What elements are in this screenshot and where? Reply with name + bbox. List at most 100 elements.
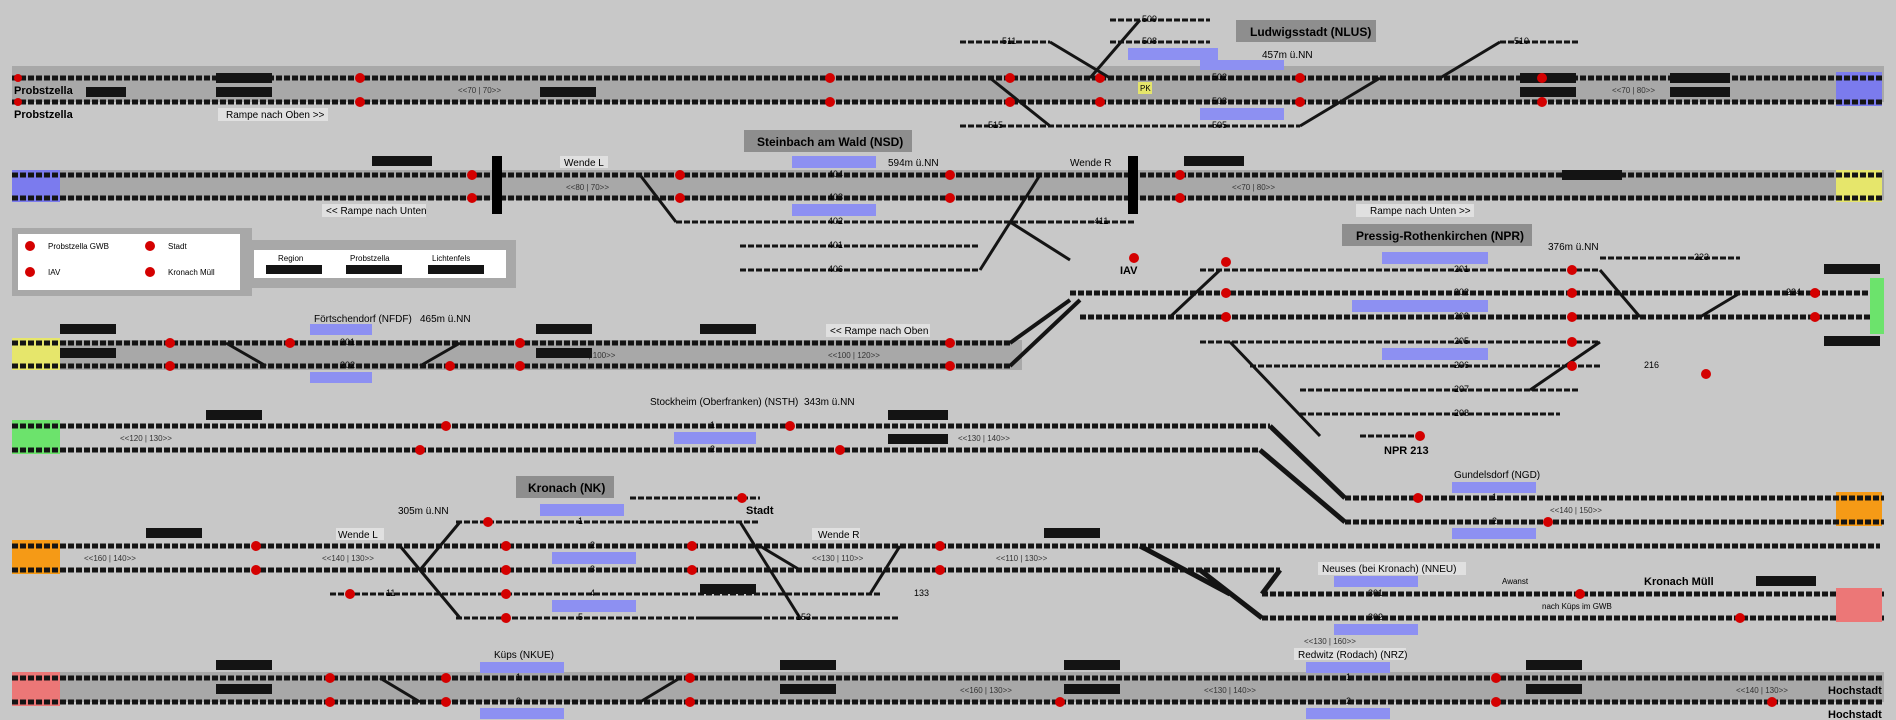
- platform: [1334, 576, 1418, 587]
- signal-lights[interactable]: [467, 170, 1185, 263]
- signal-group[interactable]: [216, 660, 1582, 694]
- edge-block-blue[interactable]: [1836, 72, 1882, 106]
- platform: [310, 372, 372, 383]
- switch-connection[interactable]: [1088, 19, 1142, 79]
- edge-block-yellow[interactable]: [1836, 170, 1882, 202]
- switch-connection[interactable]: [1228, 340, 1322, 438]
- signal-lights[interactable]: [251, 493, 945, 623]
- speed-label: <<160 | 130>>: [960, 686, 1012, 695]
- platform: [1382, 348, 1488, 360]
- signal-group[interactable]: [1824, 264, 1880, 346]
- edge-label-stadt[interactable]: Stadt: [746, 505, 774, 517]
- track-number: 403: [828, 192, 843, 202]
- endpoint-signal[interactable]: [14, 98, 22, 106]
- track-number: 2: [590, 540, 595, 550]
- switch-connection[interactable]: [379, 676, 421, 704]
- station-height: 305m ü.NN: [398, 506, 449, 517]
- switch-connection[interactable]: [1598, 269, 1642, 318]
- switch-connection[interactable]: [1699, 291, 1741, 319]
- switch-connection[interactable]: [1439, 40, 1501, 80]
- platform: [1128, 48, 1218, 60]
- edge-label-probstzella[interactable]: Probstzella: [14, 109, 74, 121]
- switch-connection[interactable]: [419, 341, 461, 368]
- signal-lights[interactable]: [415, 421, 845, 455]
- edge-label-iav[interactable]: IAV: [1120, 265, 1138, 277]
- switch-connection[interactable]: [1168, 268, 1222, 319]
- wende-label: Wende L: [338, 530, 378, 541]
- switch-connection[interactable]: [1299, 76, 1381, 128]
- track-number: 208: [1454, 408, 1469, 418]
- station-name-box: [1342, 224, 1532, 246]
- edge-label-npr213[interactable]: NPR 213: [1384, 445, 1429, 457]
- connector-track[interactable]: [1258, 448, 1347, 524]
- track-number: 411: [1094, 216, 1108, 226]
- connector-track[interactable]: [1268, 424, 1347, 500]
- signal-lights[interactable]: [355, 73, 1547, 107]
- ramp-label: Rampe nach Oben >>: [226, 110, 325, 121]
- signal-lights[interactable]: [325, 673, 1777, 707]
- track-number: 133: [914, 588, 929, 598]
- switch-connection[interactable]: [418, 521, 462, 571]
- signal-light[interactable]: [1543, 517, 1553, 527]
- signal-light[interactable]: [1735, 613, 1745, 623]
- awanst-label: Awanst: [1502, 577, 1529, 586]
- track-number: 216: [1644, 360, 1659, 370]
- switch-connection[interactable]: [868, 545, 902, 595]
- endpoint-signal[interactable]: [14, 74, 22, 82]
- switch-connection[interactable]: [398, 545, 462, 619]
- switch-connection[interactable]: [639, 676, 681, 704]
- track-number: 1: [578, 516, 583, 526]
- kueps-gwb-label: nach Küps im GWB: [1542, 602, 1612, 611]
- signal-group[interactable]: [372, 156, 1622, 180]
- signal-group[interactable]: [1756, 576, 1816, 586]
- edge-block-pink[interactable]: [1836, 588, 1882, 622]
- platform: [1352, 300, 1488, 312]
- track-number: 1: [1492, 492, 1497, 502]
- track-number: 5: [578, 612, 583, 622]
- wende-label: Wende L: [564, 158, 604, 169]
- platform: [674, 432, 756, 444]
- station-name: Gundelsdorf (NGD): [1454, 470, 1540, 481]
- switch-connection[interactable]: [638, 174, 678, 223]
- platform: [1382, 252, 1488, 264]
- connector-track[interactable]: [1008, 298, 1072, 345]
- signal-group[interactable]: [60, 324, 756, 358]
- edge-label-kronach-muell[interactable]: Kronach Müll: [1644, 576, 1714, 588]
- connector-track[interactable]: [1260, 568, 1282, 596]
- track-number: 153: [796, 612, 811, 622]
- track-number: 515: [988, 120, 1003, 130]
- switch-connection[interactable]: [225, 341, 267, 368]
- connector-track[interactable]: [1198, 568, 1264, 620]
- signal-lights[interactable]: [1221, 257, 1820, 441]
- signal-group[interactable]: [146, 528, 1100, 594]
- legend-column: Region: [278, 254, 303, 263]
- switch-connection[interactable]: [1529, 340, 1601, 392]
- switch-connection[interactable]: [989, 76, 1051, 128]
- pk-marker[interactable]: [1138, 82, 1152, 94]
- edge-block-green[interactable]: [1870, 278, 1884, 334]
- note-box: [1318, 562, 1466, 575]
- station-height: 465m ü.NN: [420, 314, 471, 325]
- signal-group[interactable]: [206, 410, 948, 444]
- signal-light[interactable]: [1413, 493, 1423, 503]
- track-number: 503: [1212, 96, 1227, 106]
- switch-connection[interactable]: [1009, 220, 1071, 262]
- track-number: 2: [1492, 516, 1497, 526]
- speed-label: <<120 | 130>>: [120, 434, 172, 443]
- switch-connection[interactable]: [759, 544, 801, 572]
- platform: [1200, 108, 1284, 120]
- edge-label-probstzella[interactable]: Probstzella: [14, 85, 74, 97]
- track-number: 510: [1514, 36, 1529, 46]
- signal-light[interactable]: [1575, 589, 1585, 599]
- signal-group[interactable]: [86, 73, 1730, 97]
- switch-connection[interactable]: [1049, 40, 1111, 80]
- switch-connection[interactable]: [738, 521, 802, 619]
- track-number: 205: [1454, 336, 1469, 346]
- signal-lights[interactable]: [165, 338, 955, 371]
- edge-label-hochstadt[interactable]: Hochstadt: [1828, 685, 1882, 697]
- legend-inner: [18, 234, 240, 290]
- edge-label-hochstadt[interactable]: Hochstadt: [1828, 709, 1882, 720]
- note-box: [812, 528, 860, 540]
- connector-track[interactable]: [1138, 543, 1232, 597]
- connector-track[interactable]: [1008, 298, 1082, 368]
